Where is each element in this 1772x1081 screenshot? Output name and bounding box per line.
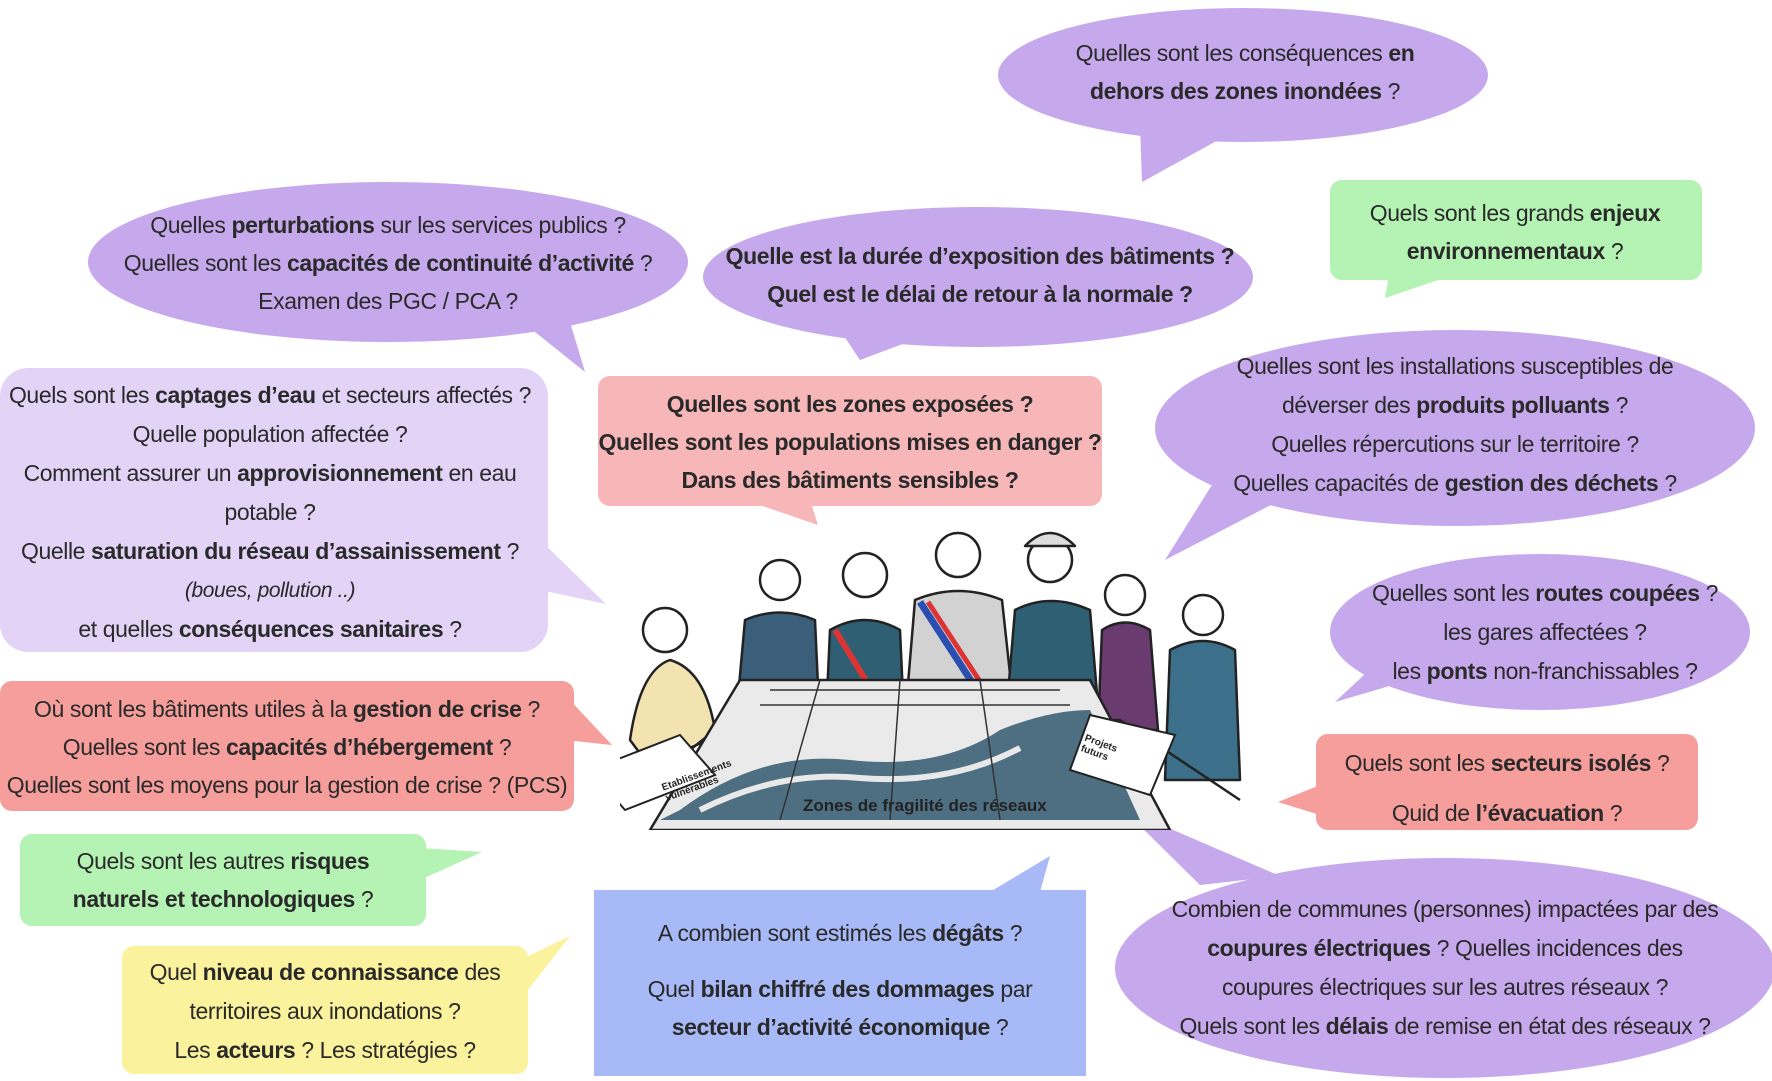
bubble-produits-polluants [1155, 330, 1755, 560]
bubble-duree-exposition-text: Quelle est la durée d’exposition des bât… [725, 243, 1235, 307]
bubble-perturbations-text: Quelles perturbations sur les services p… [123, 212, 653, 314]
map-label: Zones de fragilité des réseaux [803, 796, 1047, 815]
bubble-niveau-connaissance [122, 936, 570, 1074]
bubble-consequences-hors-zones [998, 8, 1488, 182]
bubble-enjeux-environnementaux-text: Quels sont les grands enjeux environneme… [1369, 200, 1661, 264]
crisis-meeting-people-around-map-icon [620, 531, 1242, 830]
bubble-routes-coupees-text: Quelles sont les routes coupées ? les ga… [1371, 580, 1719, 684]
bubble-degats-text: A combien sont estimés les dégâts ? Quel… [647, 920, 1033, 1040]
bubble-consequences-hors-zones-text: Quelles sont les conséquences en dehors … [1075, 40, 1415, 104]
bubble-degats [594, 856, 1086, 1076]
bubble-gestion-crise [0, 681, 612, 811]
bubble-secteurs-isoles [1278, 734, 1698, 830]
bubble-captages-eau-text: Quels sont les captages d’eau et secteur… [8, 382, 532, 642]
bubble-zones-exposees-text: Quelles sont les zones exposées ? Quelle… [598, 391, 1102, 493]
bubble-niveau-connaissance-text: Quel niveau de connaissance des territoi… [149, 959, 501, 1063]
bubble-autres-risques [20, 834, 482, 926]
bubble-produits-polluants-text: Quelles sont les installations susceptib… [1233, 353, 1677, 496]
flood-map [648, 678, 1172, 830]
bubble-secteurs-isoles-text: Quels sont les secteurs isolés ? Quid de… [1344, 750, 1670, 826]
bubble-autres-risques-text: Quels sont les autres risques naturels e… [72, 848, 374, 912]
bubble-zones-exposees [598, 376, 1102, 525]
bubble-duree-exposition [703, 207, 1253, 360]
bubble-captages-eau [0, 368, 606, 652]
bubble-routes-coupees [1330, 554, 1750, 710]
bubble-coupures-electriques-text: Combien de communes (personnes) impactée… [1171, 896, 1719, 1039]
bubble-perturbations [88, 182, 688, 372]
bubble-gestion-crise-text: Où sont les bâtiments utiles à la gestio… [6, 696, 568, 798]
bubble-enjeux-environnementaux [1330, 180, 1702, 298]
